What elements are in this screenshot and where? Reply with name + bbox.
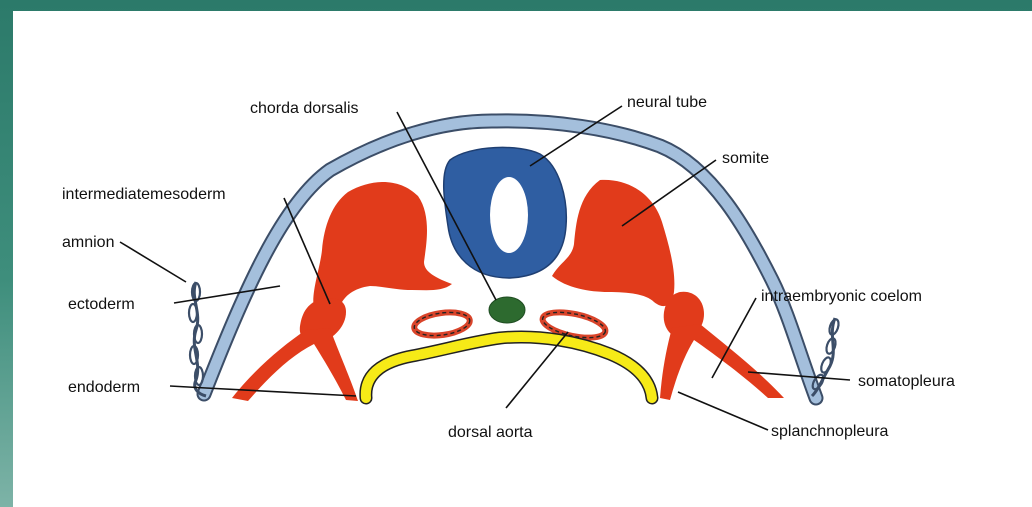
- leader-amnion: [120, 242, 186, 282]
- neural-canal: [490, 177, 528, 253]
- right-somite: [552, 180, 674, 306]
- right-lateral-plate-mesoderm: [660, 324, 784, 400]
- label-ectoderm: ectoderm: [68, 296, 135, 313]
- label-neural-tube: neural tube: [627, 94, 707, 111]
- label-somatopleura: somatopleura: [858, 373, 955, 390]
- label-somite: somite: [722, 150, 769, 167]
- label-dorsal-aorta: dorsal aorta: [448, 424, 533, 441]
- label-intraembryonic-coelom: intraembryonic coelom: [761, 288, 922, 305]
- leader-ectoderm: [174, 286, 280, 303]
- label-amnion: amnion: [62, 234, 114, 251]
- leader-endoderm-b: [206, 388, 356, 396]
- leader-splanchnopleura: [678, 392, 768, 430]
- endoderm-arc: [366, 337, 652, 398]
- label-intermediate-mesoderm: intermediatemesoderm: [62, 186, 226, 203]
- chorda-dorsalis: [489, 297, 525, 323]
- dorsal-aorta-left: [413, 309, 472, 339]
- label-endoderm: endoderm: [68, 379, 140, 396]
- label-splanchnopleura: splanchnopleura: [771, 423, 889, 440]
- label-chorda-dorsalis: chorda dorsalis: [250, 100, 359, 117]
- endoderm-arc-fill: [366, 337, 652, 398]
